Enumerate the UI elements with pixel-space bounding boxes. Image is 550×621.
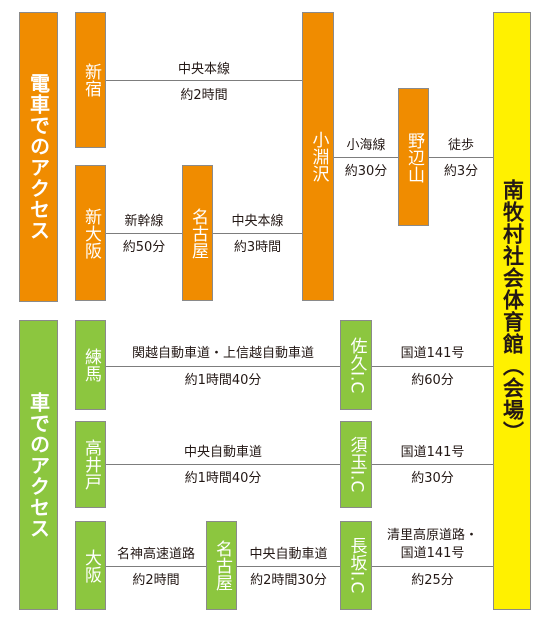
- route-nerima-time: 約1時間40分: [184, 373, 262, 388]
- ic-sudama: 須玉I.C: [340, 421, 372, 508]
- station-nagoya-train: 名古屋: [182, 165, 213, 301]
- origin-nerima: 練馬: [75, 320, 106, 410]
- car-access-label: 車でのアクセス: [26, 391, 51, 539]
- ic-sudama-ic: I.C: [346, 470, 367, 493]
- line-saku-venue: [372, 366, 493, 367]
- route-saku-time: 約60分: [411, 373, 454, 388]
- route-chuo-line: 中央本線: [231, 214, 284, 229]
- route-shinjuku-line: 中央本線: [177, 62, 230, 77]
- station-shinjuku-label: 新宿: [81, 63, 101, 97]
- line-sudama-venue: [372, 464, 493, 465]
- origin-takaido-label: 高井戸: [81, 439, 101, 490]
- origin-osaka-label: 大阪: [81, 548, 101, 583]
- route-osaka-road: 名神高速道路: [116, 547, 195, 562]
- ic-sudama-name: 須玉: [346, 436, 367, 471]
- line-shinosaka-nagoya: [106, 233, 182, 234]
- ic-nagasaka-label: 長坂I.C: [346, 537, 367, 594]
- route-saku-road: 国道141号: [400, 346, 465, 361]
- route-takaido-time: 約1時間40分: [184, 471, 262, 486]
- route-shinkansen-time: 約50分: [122, 240, 166, 255]
- route-nagasaka-road-line2: 国道141号: [400, 546, 465, 561]
- line-takaido-sudama: [106, 464, 340, 465]
- station-kobuchizawa: 小淵沢: [302, 12, 334, 301]
- ic-nagasaka: 長坂I.C: [340, 521, 372, 610]
- origin-osaka: 大阪: [75, 521, 106, 610]
- route-shinkansen-line: 新幹線: [124, 214, 164, 229]
- route-koumi-line: 小海線: [346, 138, 386, 153]
- line-shinjuku-kobuchizawa: [106, 80, 302, 81]
- line-osaka-nagoya: [106, 566, 206, 567]
- train-access-label: 電車でのアクセス: [26, 73, 51, 241]
- route-sudama-road: 国道141号: [400, 445, 465, 460]
- ic-nagasaka-ic: I.C: [346, 571, 367, 594]
- route-nagasaka-time: 約25分: [411, 573, 454, 588]
- route-osaka-time: 約2時間: [132, 573, 180, 588]
- line-nagasaka-venue: [372, 566, 493, 567]
- ic-saku-label: 佐久I.C: [346, 336, 367, 394]
- station-nobeyama: 野辺山: [398, 88, 429, 226]
- origin-nagoya-car: 名古屋: [206, 521, 237, 610]
- ic-nagasaka-name: 長坂: [346, 537, 367, 572]
- origin-nerima-label: 練馬: [81, 348, 101, 382]
- line-nagoya-kobuchizawa: [213, 233, 302, 234]
- station-kobuchizawa-label: 小淵沢: [308, 131, 329, 182]
- route-chuo-time: 約3時間: [233, 240, 282, 255]
- route-nagasaka-road: 清里高原道路・ 国道141号: [372, 527, 493, 563]
- station-nobeyama-label: 野辺山: [404, 131, 424, 183]
- route-walk: 徒歩: [447, 138, 474, 153]
- train-access-category: 電車でのアクセス: [19, 12, 58, 302]
- route-takaido-road: 中央自動車道: [183, 445, 262, 460]
- ic-sudama-label: 須玉I.C: [346, 436, 367, 493]
- ic-saku-name: 佐久: [346, 336, 367, 371]
- venue-box: 南牧村社会体育館（会場）: [493, 12, 531, 610]
- line-nagoya-nagasaka: [237, 566, 340, 567]
- station-shin-osaka: 新大阪: [75, 165, 106, 301]
- route-nerima-road: 関越自動車道・上信越自動車道: [131, 346, 314, 361]
- route-nagoya-road: 中央自動車道: [249, 547, 328, 562]
- route-shinjuku-time: 約2時間: [180, 88, 228, 103]
- route-walk-time: 約3分: [443, 164, 479, 179]
- route-nagoya-time: 約2時間30分: [250, 573, 327, 588]
- ic-saku: 佐久I.C: [340, 320, 372, 410]
- station-nagoya-train-label: 名古屋: [188, 207, 208, 259]
- origin-takaido: 高井戸: [75, 421, 106, 508]
- venue-label: 南牧村社会体育館（会場）: [500, 179, 525, 443]
- line-kobuchizawa-nobeyama: [334, 157, 398, 158]
- station-shin-osaka-label: 新大阪: [81, 207, 101, 259]
- line-nobeyama-venue: [429, 157, 493, 158]
- station-shinjuku: 新宿: [75, 12, 106, 148]
- line-nerima-saku: [106, 366, 340, 367]
- route-sudama-time: 約30分: [411, 471, 454, 486]
- route-koumi-time: 約30分: [344, 164, 388, 179]
- car-access-category: 車でのアクセス: [19, 320, 58, 610]
- ic-saku-ic: I.C: [346, 370, 367, 394]
- route-nagasaka-road-line1: 清里高原道路・: [386, 528, 478, 543]
- origin-nagoya-car-label: 名古屋: [212, 540, 232, 591]
